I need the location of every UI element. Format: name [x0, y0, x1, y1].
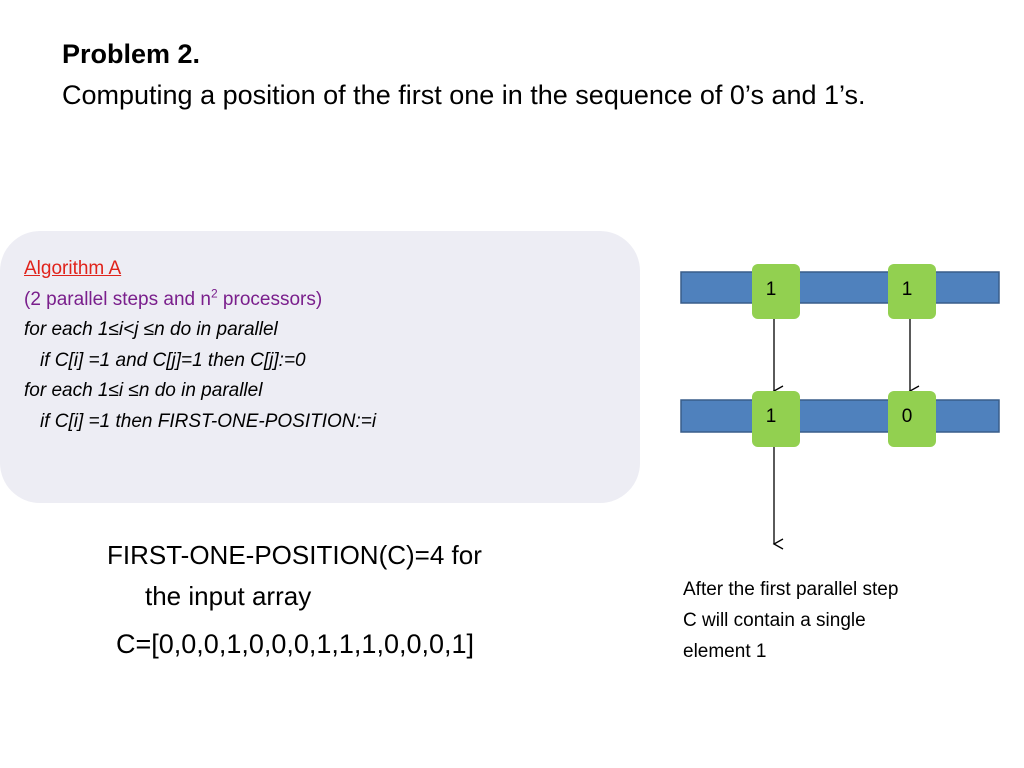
note-line-2: C will contain a single [683, 610, 866, 631]
diagram-note: After the first parallel step C will con… [683, 574, 983, 667]
result-line-2: the input array [145, 581, 312, 611]
top-right-value: 1 [902, 279, 913, 300]
bottom-left-cell [752, 391, 800, 447]
algorithm-name: Algorithm A [24, 258, 122, 279]
note-line-1: After the first parallel step [683, 579, 899, 600]
bottom-right-value: 0 [902, 406, 913, 427]
algorithm-box [0, 231, 640, 503]
result-line-1: FIRST-ONE-POSITION(C)=4 for [107, 540, 482, 570]
algorithm-line-1: for each 1≤i<j ≤n do in parallel [24, 319, 278, 340]
note-line-3: element 1 [683, 641, 767, 662]
algorithm-line-3: for each 1≤i ≤n do in parallel [24, 380, 263, 401]
problem-subtitle: Computing a position of the first one in… [62, 80, 866, 110]
bottom-right-cell [888, 391, 936, 447]
bottom-array-bar [680, 399, 1000, 433]
algorithm-complexity: (2 parallel steps and n2 processors) [24, 285, 624, 316]
top-right-cell [888, 264, 936, 319]
algorithm-complexity-prefix: (2 parallel steps and n [24, 288, 211, 310]
top-left-cell [752, 264, 800, 319]
algorithm-complexity-suffix: processors) [217, 288, 323, 310]
algorithm-complexity-exponent: 2 [210, 286, 218, 301]
problem-heading: Problem 2. [62, 39, 201, 69]
input-array: C=[0,0,0,1,0,0,0,1,1,1,0,0,0,1] [116, 629, 475, 659]
algorithm-line-4: if C[i] =1 then FIRST-ONE-POSITION:=i [40, 410, 377, 432]
algorithm-line-2: if C[i] =1 and C[j]=1 then C[j]:=0 [40, 349, 306, 371]
top-array-bar [680, 271, 1000, 304]
slide-title: Problem 2. Computing a position of the f… [62, 34, 962, 116]
algorithm-text: Algorithm A (2 parallel steps and n2 pro… [24, 254, 624, 437]
parallel-step-diagram: 1 1 1 0 [680, 264, 1000, 550]
bottom-left-value: 1 [766, 406, 777, 427]
top-left-value: 1 [766, 279, 777, 300]
result-statement: FIRST-ONE-POSITION(C)=4 for the input ar… [107, 535, 547, 617]
